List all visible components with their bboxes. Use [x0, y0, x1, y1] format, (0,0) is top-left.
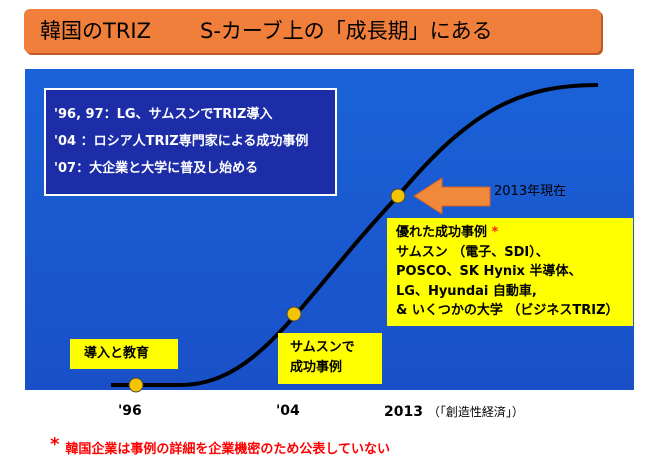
x-tick-1996: '96 [118, 403, 142, 419]
samsung-box: サムスンで 成功事例 [278, 333, 382, 384]
success-line-2: POSCO、SK Hynix 半導体、 [396, 264, 582, 279]
marker-1996 [128, 377, 144, 393]
x-tick-2013: 2013 [384, 404, 423, 420]
success-line-3: LG、Hyundai 自動車, [396, 283, 537, 299]
footnote-star: * [50, 434, 60, 455]
title-left: 韓国のTRIZ [40, 19, 151, 43]
milestone-1: '96, 97：LG、サムスンでTRIZ導入 [54, 107, 273, 122]
marker-2004 [286, 306, 302, 322]
success-title: 優れた成功事例 [396, 225, 488, 240]
samsung-line-1: サムスンで [290, 340, 355, 355]
footnote-text: 韓国企業は事例の詳細を企業機密のため公表していない [65, 442, 391, 457]
marker-2013 [390, 188, 406, 204]
intro-box: 導入と教育 [70, 339, 178, 369]
milestone-3: '07：大企業と大学に普及し始める [54, 161, 259, 176]
current-label: 2013年現在 [494, 184, 567, 199]
x-tick-2013-row: 2013 （「創造性経済」） [384, 403, 524, 420]
left-arrow-icon [413, 177, 491, 215]
success-title-row: 優れた成功事例 * [396, 223, 633, 243]
success-cases-box: 優れた成功事例 * サムスン （電子、SDI）、 POSCO、SK Hynix … [387, 218, 633, 326]
x-tick-2004: '04 [276, 403, 300, 419]
title-right: S-カーブ上の「成長期」にある [200, 19, 493, 43]
success-star: * [491, 225, 499, 240]
footnote: * 韓国企業は事例の詳細を企業機密のため公表していない [50, 434, 390, 457]
title-bar: 韓国のTRIZ S-カーブ上の「成長期」にある [24, 9, 601, 53]
milestone-2: '04 ：ロシア人TRIZ専門家による成功事例 [54, 134, 309, 149]
source-label: （「創造性経済」） [427, 405, 524, 419]
success-line-4: & いくつかの大学 （ビジネスTRIZ） [396, 303, 619, 318]
s-curve [111, 83, 599, 387]
samsung-line-2: 成功事例 [290, 360, 343, 375]
milestones-box: '96, 97：LG、サムスンでTRIZ導入 '04 ：ロシア人TRIZ専門家に… [44, 88, 337, 196]
success-line-1: サムスン （電子、SDI）、 [396, 244, 549, 260]
